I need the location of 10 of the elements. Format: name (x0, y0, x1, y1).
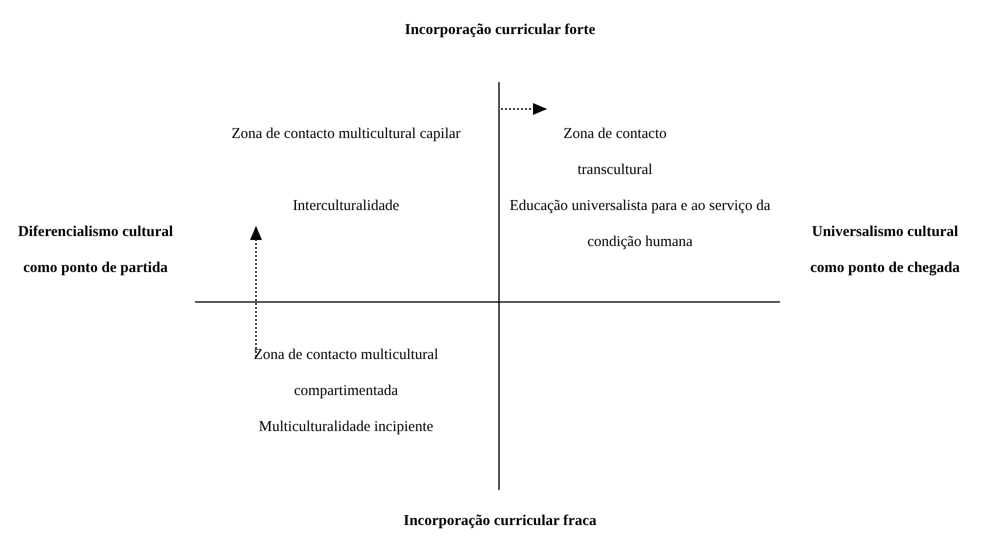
quadrant-label: Multiculturalidade incipiente (258, 418, 434, 437)
axis-label: Diferencialismo cultural como ponto de partida (16, 223, 174, 278)
axis-label: Incorporação curricular forte (404, 21, 596, 40)
axis-label: Incorporação curricular fraca (402, 512, 598, 531)
quadrant-label: Zona de contacto transcultural (562, 125, 668, 180)
quadrant-label: Zona de contacto multicultural compartimentada (252, 346, 440, 401)
quadrant-label: Interculturalidade (292, 197, 400, 216)
quadrant-label: Educação universalista para e ao serviço da condição humana (508, 197, 772, 252)
axis-label: Universalismo cultural como ponto de chegada (809, 223, 961, 278)
quadrant-label: Zona de contacto multicultural capilar (230, 125, 462, 144)
